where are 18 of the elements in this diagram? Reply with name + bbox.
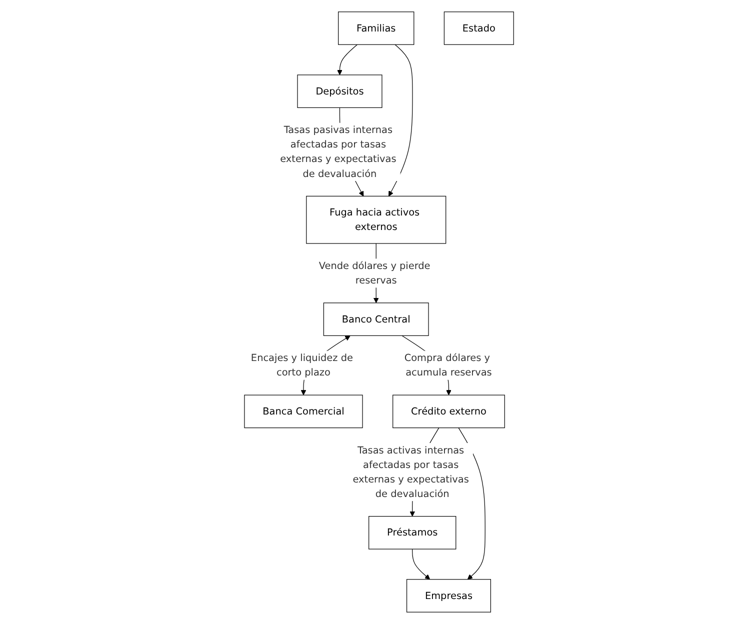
edge-label: Vende dólares y pierde reservas — [318, 260, 430, 286]
node-box: Banca Comercial — [244, 394, 363, 428]
edge-label: Tasas activas internas afectadas por tasas externas y expectativas de devaluación — [352, 444, 469, 500]
edge-label: Encajes y liquidez de corto plazo — [250, 352, 353, 378]
arrow — [388, 44, 413, 196]
node-box: Préstamos — [368, 516, 456, 550]
arrow — [458, 428, 486, 580]
node-box: Fuga hacia activos externos — [306, 196, 446, 244]
node-box: Banco Central — [323, 302, 429, 336]
arrow — [336, 44, 358, 76]
arrow — [412, 548, 430, 580]
node-box: Crédito externo — [392, 394, 505, 428]
edge-label: Tasas pasivas internas afectadas por tasas externas y expectativas de devaluación — [280, 124, 396, 180]
node-box: Familias — [338, 12, 414, 45]
node-box: Empresas — [406, 579, 491, 612]
node-box: Estado — [444, 12, 514, 45]
edge-label: Compra dólares y acumula reservas — [404, 352, 492, 378]
node-box: Depósitos — [296, 74, 382, 108]
